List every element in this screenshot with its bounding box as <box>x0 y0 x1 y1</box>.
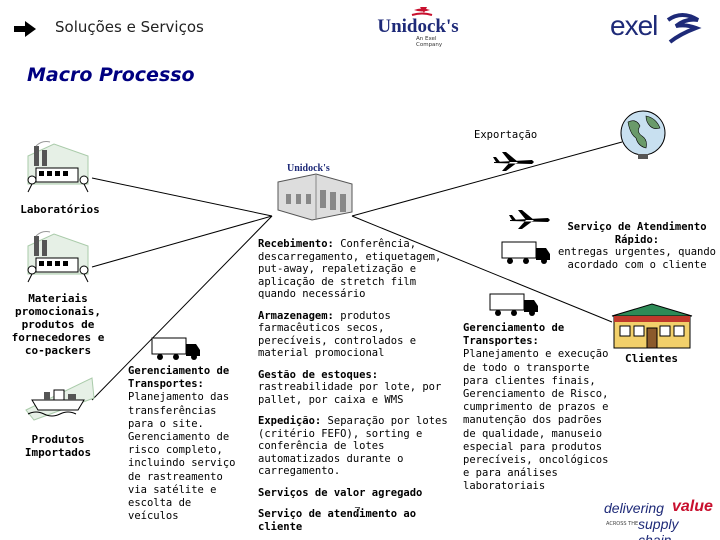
expedicao-title: Expedição: <box>258 415 322 427</box>
airplane-icon <box>493 152 534 171</box>
inbound-transport-title: Gerenciamento de Transportes: <box>128 365 230 391</box>
rapid-service: Serviço de Atendimento Rápido: entregas … <box>557 221 717 271</box>
delivering-value-logo: delivering value ACROSS THE supply chain <box>602 498 714 540</box>
inbound-transport: Gerenciamento de Transportes: Planejamen… <box>128 365 243 523</box>
source-laboratorios: Laboratórios <box>20 203 100 216</box>
connector-mat-warehouse <box>91 215 273 268</box>
page-number: 7 <box>354 505 361 518</box>
recebimento-text: Conferência, descarregamento, etiquetage… <box>258 238 442 300</box>
armazenagem-text: produtos farmacêuticos secos, perecíveis… <box>258 309 417 360</box>
store-icon <box>611 303 693 349</box>
tagline-value: value <box>672 498 713 515</box>
warehouse-services: Recebimento: Conferência, descarregament… <box>258 238 448 540</box>
connector-lab-warehouse <box>91 177 273 217</box>
armazenagem: Armazenagem: produtos farmacêuticos seco… <box>258 310 448 360</box>
rapid-service-text: entregas urgentes, quando acordado com o… <box>557 246 717 271</box>
arrow-right-icon <box>14 21 36 37</box>
unidocks-tagline: An Exel Company <box>416 36 443 48</box>
exel-swirl-icon <box>666 13 702 44</box>
outbound-transport-text: Planejamento e execução de todo o transp… <box>463 348 609 493</box>
source-importados: Produtos Importados <box>24 433 92 459</box>
factory-icon <box>27 141 89 193</box>
armazenagem-title: Armazenagem: <box>258 309 334 322</box>
unidocks-logo: Unidock's An Exel Company <box>372 6 464 48</box>
recebimento-title: Recebimento: <box>258 238 334 250</box>
expedicao: Expedição: Separação por lotes (critério… <box>258 415 448 478</box>
clients-label: Clientes <box>625 352 678 365</box>
atendimento-cliente: Serviço de atendimento ao cliente <box>258 508 417 533</box>
warehouse-icon <box>277 173 353 221</box>
exel-wordmark: exel <box>610 10 658 41</box>
estoques: Gestão de estoques:rastreabilidade por l… <box>258 369 448 407</box>
tagline-across: ACROSS THE <box>606 521 639 527</box>
exel-logo: exel <box>610 10 705 44</box>
outbound-transport-title: Gerenciamento de Transportes: <box>463 322 565 348</box>
truck-icon <box>151 337 200 360</box>
warehouse-logo: Unidock's <box>287 163 330 174</box>
export-label: Exportação <box>474 129 538 141</box>
recebimento: Recebimento: Conferência, descarregament… <box>258 238 448 301</box>
tagline-supply-chain: supply chain <box>638 516 679 540</box>
valor-agregado: Serviços de valor agregado <box>258 486 423 499</box>
connector-imp-warehouse <box>91 215 273 401</box>
rapid-service-title: Serviço de Atendimento Rápido: <box>567 221 707 246</box>
globe-icon <box>620 110 666 159</box>
expedicao-text: Separação por lotes (critério FEFO), sor… <box>258 415 448 477</box>
truck-icon <box>489 293 538 316</box>
estoques-title: Gestão de estoques: <box>258 368 379 381</box>
inbound-transport-text: Planejamento das transferências para o s… <box>128 391 236 523</box>
tagline-delivering: delivering <box>604 500 664 516</box>
ship-icon <box>25 377 95 421</box>
unidocks-wordmark: Unidock's <box>377 16 459 37</box>
page-title: Macro Processo <box>27 64 195 86</box>
outbound-transport: Gerenciamento de Transportes: Planejamen… <box>463 322 615 494</box>
connector-warehouse-export <box>351 141 623 217</box>
airplane-icon <box>509 210 550 229</box>
source-materiais: Materiais promocionais, produtos de forn… <box>11 292 105 357</box>
connector-warehouse-clients <box>351 215 613 323</box>
truck-icon <box>501 241 550 264</box>
factory-icon <box>27 231 89 283</box>
estoques-text: rastreabilidade por lote, por pallet, po… <box>258 381 442 406</box>
section-title: Soluções e Serviços <box>55 18 204 36</box>
